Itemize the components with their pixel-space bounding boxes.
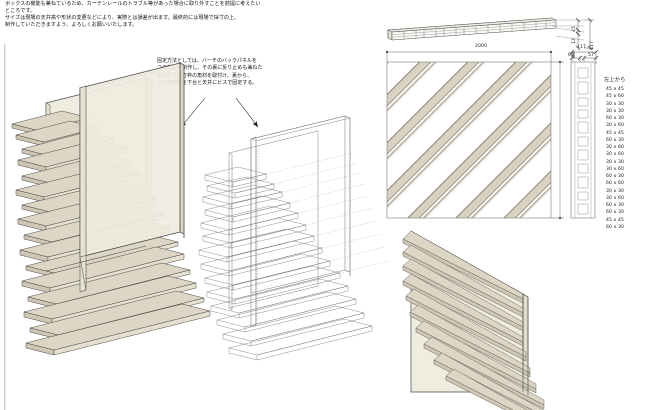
- dim-plan-depth: 117: [577, 44, 587, 50]
- iso-lower-panel-view: [402, 230, 545, 410]
- sheet-left-rule-2: [5, 44, 6, 410]
- sheet-left-rule: [4, 44, 5, 410]
- iso-wireframe-panel-view: [198, 115, 389, 361]
- slat-list-heading: 左上から: [604, 77, 626, 83]
- leader-arrows: [180, 97, 259, 128]
- slat-list-items: 45 x 45 45 x 60 30 x 30 30 x 30 60 x 30 …: [606, 87, 625, 230]
- side-section-view: [387, 17, 599, 64]
- dim-plan-right: 57: [588, 53, 595, 58]
- note-top-text: お願いいたします。見た目が美しい納まりであれば、アレンジしていただいてもOKです…: [5, 1, 261, 29]
- note-fixing-method-text: 固定方法としては、バーチのバックパネルを コの字型に制作し、その裏に反り止めも兼…: [157, 58, 263, 87]
- side-elevation-strip: [570, 61, 596, 219]
- iso-solid-panel-view: [11, 62, 211, 356]
- dim-plan-left: 60: [568, 53, 575, 58]
- front-elevation-hatched: [385, 50, 596, 220]
- dim-overall-width: 2000: [475, 44, 488, 49]
